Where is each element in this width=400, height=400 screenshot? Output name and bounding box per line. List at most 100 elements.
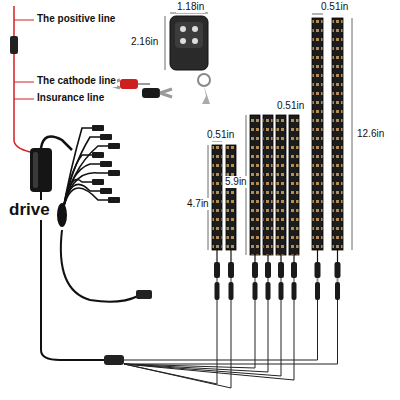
dimension-line [312,14,323,15]
led-strip [226,145,236,250]
harness-connector [100,161,112,167]
strip-connector [278,262,284,278]
extension-wire [124,300,318,360]
dimension: 0.51in [320,1,349,13]
fork-insulation [120,79,138,89]
harness-wire [62,146,108,215]
wire-name: The cathode line [36,75,117,87]
strip-connector [266,282,271,300]
remote-button [180,26,186,32]
strip-connector [315,282,320,300]
strip-connector [291,262,297,278]
strip-wire [216,250,217,262]
positive-wire [14,54,30,152]
dimension: 12.6in [356,128,385,140]
strip-connector [335,262,341,278]
harness-junction [57,203,67,227]
strip-wire [317,250,318,262]
led-strip [312,18,323,250]
extension-wire [124,300,231,388]
wire-name: Insurance line [36,92,105,104]
positive-wire [13,6,15,36]
drive-box [30,148,52,192]
strip-connector [279,282,284,300]
strip-wire [293,255,294,262]
strip-connector [215,282,220,300]
remote-button [192,26,198,32]
harness-connector [108,170,120,176]
dimension: 0.51in [206,129,235,141]
leader-line [14,99,34,100]
dimension-line [170,13,208,14]
extension-wire [124,300,281,376]
led-strip [276,115,286,255]
dimension-line [212,141,222,142]
harness-fan [57,125,120,227]
harness-connector [92,125,104,131]
part-name: drive [8,200,51,220]
strip-connector [292,282,297,300]
drive-highlight [33,152,38,188]
strip-connector [229,282,234,300]
strip-wire [230,250,231,262]
key-clip [202,86,210,104]
harness-connector [92,179,104,185]
strip-connector [253,282,258,300]
fork-wire [138,83,150,85]
strip-connector [315,262,321,278]
led-strips [124,18,343,388]
dimension-line [352,18,353,250]
dimension: 2.16in [130,36,159,48]
strip-connector [265,262,271,278]
extension-wire [124,300,255,368]
led-strip [289,115,299,255]
strip-connector [252,262,258,278]
harness-connector [100,134,112,140]
strip-wire [254,255,255,262]
connector-pin [230,278,232,282]
connector-pin [254,278,256,282]
dimension-line [165,16,166,70]
harness-loop [61,230,138,302]
harness-plug [136,290,152,299]
harness-wire [62,164,100,215]
fuse-holder [10,36,18,54]
connector-pin [317,278,319,282]
strip-connector [335,282,340,300]
dimension: 0.51in [276,100,305,112]
harness-connector [92,152,104,158]
strip-wire [280,255,281,262]
led-strip [263,115,273,255]
connector-pin [280,278,282,282]
extension-wire [124,300,217,384]
strip-connector [228,262,234,278]
led-strip [212,145,222,250]
fork-terminal-black [142,88,172,98]
strip-connector [214,262,220,278]
leader-line [14,82,34,83]
leader-line [14,20,34,21]
connector-pin [293,278,295,282]
main-plug [104,355,124,365]
harness-cable [41,136,72,150]
extension-wire [124,300,294,380]
connector-pin [216,278,218,282]
strip-wire [337,250,338,262]
connector-pin [267,278,269,282]
harness-connector [108,197,120,203]
harness-wire [62,188,108,215]
remote-face [175,22,203,48]
harness-connector [108,143,120,149]
remote-button [192,38,198,44]
harness-connector [100,188,112,194]
dimension: 1.18in [176,1,205,13]
dimension: 4.7in [186,198,210,210]
led-strip [250,115,260,255]
extension-wire [124,300,268,372]
remote-control [170,16,208,70]
wire-name: The positive line [36,13,116,25]
fork-metal [160,89,172,97]
dimension: 5.9in [224,176,248,188]
led-strip [332,18,343,250]
